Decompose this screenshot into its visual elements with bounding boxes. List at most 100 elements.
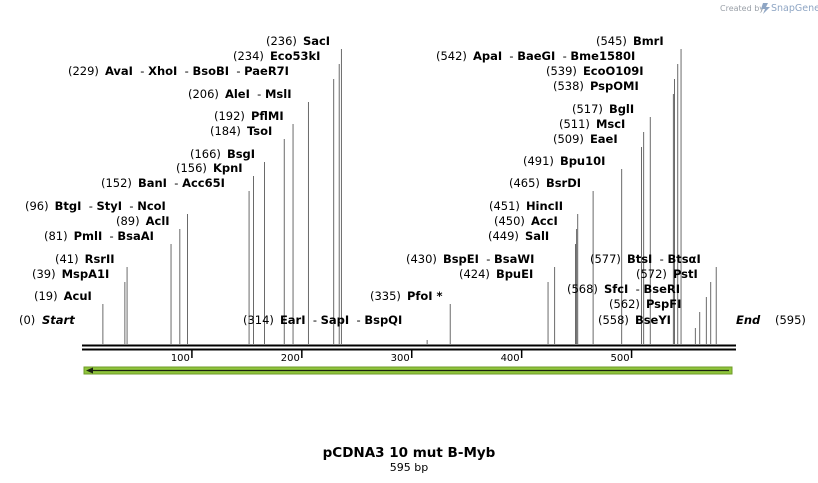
credit-prefix: Created by [720, 4, 764, 13]
site-position: (19) [34, 289, 58, 303]
name-separator: - [306, 313, 321, 327]
site-eco53ki[interactable]: (234)Eco53kI [233, 49, 320, 63]
enzyme-name: BsoBI [192, 64, 229, 78]
site-pflmi[interactable]: (192) PflMI [214, 109, 284, 123]
site-label: (41) RsrII [55, 252, 115, 266]
axis-tick-label: 400 [501, 353, 520, 364]
axis-tick-label: 100 [171, 353, 190, 364]
site-label: (96)BtgI - StyI - NcoI [25, 199, 166, 213]
site-btsi[interactable]: (577)BtsI - BtsαI [590, 252, 701, 266]
enzyme-name: BsaWI [494, 252, 534, 266]
enzyme-name: BpuEI [496, 267, 533, 281]
site-bseyi[interactable]: (558) BseYI [598, 313, 671, 327]
site-bpu10i[interactable]: (491)Bpu10I [523, 154, 605, 168]
site-pspfi[interactable]: (562)PspFI [609, 297, 681, 311]
site-label: (545)BmrI [596, 34, 664, 48]
site-label: (449)SalI [488, 229, 549, 243]
enzyme-name: AvaI [105, 64, 133, 78]
name-separator: - [167, 176, 182, 190]
axis-tick-label: 200 [281, 353, 300, 364]
snapgene-logo-icon [761, 3, 770, 14]
site-saci[interactable]: (236)SacI [266, 34, 330, 48]
site-position: (558) [598, 313, 629, 327]
site-rsrii[interactable]: (41) RsrII [55, 252, 115, 266]
site-position: (81) [44, 229, 68, 243]
site-ecoo109i[interactable]: (539)EcoO109I [546, 64, 644, 78]
site-sfci[interactable]: (568)SfcI - BseRI [567, 282, 680, 296]
site-label: (229)AvaI - XhoI - BsoBI - PaeR7I [68, 64, 289, 78]
site-position: (152) [101, 176, 132, 190]
site-position: (509) [553, 132, 584, 146]
site-position: (572) [636, 267, 667, 281]
enzyme-name: BspEI [443, 252, 479, 266]
site-acui[interactable]: (19)AcuI [34, 289, 92, 303]
enzyme-name: PflMI [251, 109, 284, 123]
site-label: (450)AccI [494, 214, 558, 228]
site-label: (152) BanI - Acc65I [101, 176, 225, 190]
site-hincii[interactable]: (451)HincII [489, 199, 563, 213]
site-bani[interactable]: (152) BanI - Acc65I [101, 176, 225, 190]
site-label: (184)TsoI [210, 124, 272, 138]
name-separator: - [250, 87, 265, 101]
enzyme-name: BsaAI [117, 229, 154, 243]
site-eari[interactable]: (314)EarI - SapI - BspQI [243, 313, 402, 327]
start-position: (0) [19, 313, 35, 327]
enzyme-name: MspA1I [62, 267, 110, 281]
enzyme-name: BanI [138, 176, 167, 190]
site-bpuei[interactable]: (424)BpuEI [459, 267, 533, 281]
enzyme-name: BseYI [635, 313, 671, 327]
site-sali[interactable]: (449)SalI [488, 229, 549, 243]
site-position: (192) [214, 109, 245, 123]
site-bspei[interactable]: (430)BspEI - BsaWI [406, 252, 534, 266]
enzyme-name: TsoI [247, 124, 272, 138]
site-position: (542) [436, 49, 467, 63]
site-tsoi[interactable]: (184)TsoI [210, 124, 272, 138]
site-label: (562)PspFI [609, 297, 681, 311]
site-label: (568)SfcI - BseRI [567, 282, 680, 296]
enzyme-name: PspOMI [590, 79, 639, 93]
enzyme-name: BtsαI [667, 252, 700, 266]
name-separator: - [81, 199, 96, 213]
site-label: (314)EarI - SapI - BspQI [243, 313, 402, 327]
enzyme-name: BspQI [364, 313, 402, 327]
site-position: (41) [55, 252, 79, 266]
site-bsrdi[interactable]: (465)BsrDI [509, 176, 581, 190]
site-alei[interactable]: (206)AleI - MslI [188, 87, 292, 101]
site-bgli[interactable]: (517)BglI [572, 102, 634, 116]
name-separator: - [349, 313, 364, 327]
site-apai[interactable]: (542)ApaI - BaeGI - Bme1580I [436, 49, 635, 63]
site-psti[interactable]: (572)PstI [636, 267, 698, 281]
site-kpni[interactable]: (156)KpnI [176, 161, 243, 175]
enzyme-name: ApaI [473, 49, 502, 63]
site-pspomi[interactable]: (538)PspOMI [553, 79, 639, 93]
site-avai[interactable]: (229)AvaI - XhoI - BsoBI - PaeR7I [68, 64, 289, 78]
enzyme-name: HincII [526, 199, 563, 213]
site-position: (450) [494, 214, 525, 228]
site-btgi[interactable]: (96)BtgI - StyI - NcoI [25, 199, 166, 213]
site-bmri[interactable]: (545)BmrI [596, 34, 664, 48]
enzyme-name: BtsI [627, 252, 652, 266]
name-separator: - [229, 64, 244, 78]
end-label: End (595) [736, 313, 806, 327]
site-pmli[interactable]: (81)PmlI - BsaAI [44, 229, 154, 243]
start-text: Start [42, 313, 75, 327]
enzyme-name: Acc65I [182, 176, 225, 190]
site-position: (562) [609, 297, 640, 311]
enzyme-name: RsrII [85, 252, 115, 266]
enzyme-name: BseRI [643, 282, 680, 296]
site-acli[interactable]: (89)AclI [116, 214, 170, 228]
site-mspa1i[interactable]: (39)MspA1I [32, 267, 109, 281]
site-position: (229) [68, 64, 99, 78]
site-eaei[interactable]: (509)EaeI [553, 132, 618, 146]
enzyme-name: BglI [609, 102, 634, 116]
feature-arrow[interactable] [83, 366, 733, 375]
site-label: (577)BtsI - BtsαI [590, 252, 701, 266]
site-acci[interactable]: (450)AccI [494, 214, 558, 228]
credit-badge[interactable]: Created by SnapGene [720, 3, 818, 14]
enzyme-name: MslI [265, 87, 292, 101]
site-pfoi[interactable]: (335)PfoI * [370, 289, 443, 303]
site-bsgi[interactable]: (166)BsgI [190, 147, 255, 161]
site-msci[interactable]: (511)MscI [559, 117, 625, 131]
enzyme-name: PmlI [74, 229, 103, 243]
arrow-head-icon [86, 367, 93, 374]
